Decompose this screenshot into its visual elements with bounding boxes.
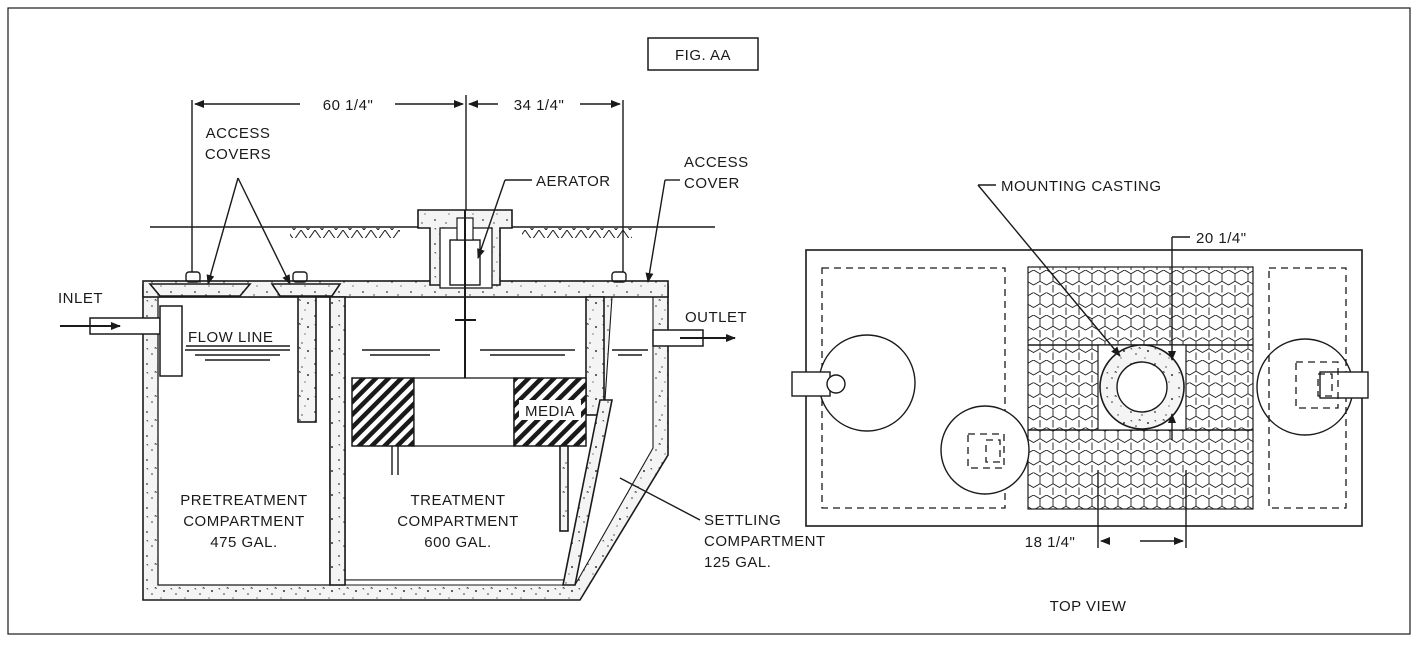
settling-line2: COMPARTMENT [704, 533, 826, 550]
dimension-60: 60 1/4" [323, 97, 374, 114]
top-view: 20 1/4" 18 1/4" MOUNTING CASTING TOP VIE… [791, 178, 1369, 615]
outlet-label: OUTLET [685, 309, 747, 326]
drawing-border [7, 7, 1411, 635]
treatment-line1: TREATMENT [410, 492, 505, 509]
side-view: 60 1/4" 34 1/4" [58, 95, 826, 601]
figure-title: FIG. AA [675, 47, 731, 64]
treatment-line3: 600 GAL. [424, 534, 491, 551]
media-block-left [351, 377, 415, 447]
dimension-18: 18 1/4" [1025, 534, 1076, 551]
settling-line3: 125 GAL. [704, 554, 771, 571]
media-label: MEDIA [525, 403, 575, 420]
inlet-label: INLET [58, 290, 103, 307]
figure-title-box: FIG. AA [647, 37, 759, 71]
access-cover-line2: COVER [684, 175, 740, 192]
flow-line-label: FLOW LINE [188, 329, 273, 346]
pretreatment-line1: PRETREATMENT [180, 492, 307, 509]
pretreatment-line2: COMPARTMENT [183, 513, 305, 530]
dimension-20: 20 1/4" [1196, 230, 1247, 247]
access-cover-line1: ACCESS [684, 154, 749, 171]
dimension-34: 34 1/4" [514, 97, 565, 114]
treatment-line2: COMPARTMENT [397, 513, 519, 530]
mounting-casting-label: MOUNTING CASTING [1001, 178, 1162, 195]
aerator-label: AERATOR [536, 173, 611, 190]
pretreatment-line3: 475 GAL. [210, 534, 277, 551]
access-covers-line1: ACCESS [206, 125, 271, 142]
access-covers-line2: COVERS [205, 146, 271, 163]
settling-line1: SETTLING [704, 512, 781, 529]
top-view-caption: TOP VIEW [1050, 598, 1127, 615]
